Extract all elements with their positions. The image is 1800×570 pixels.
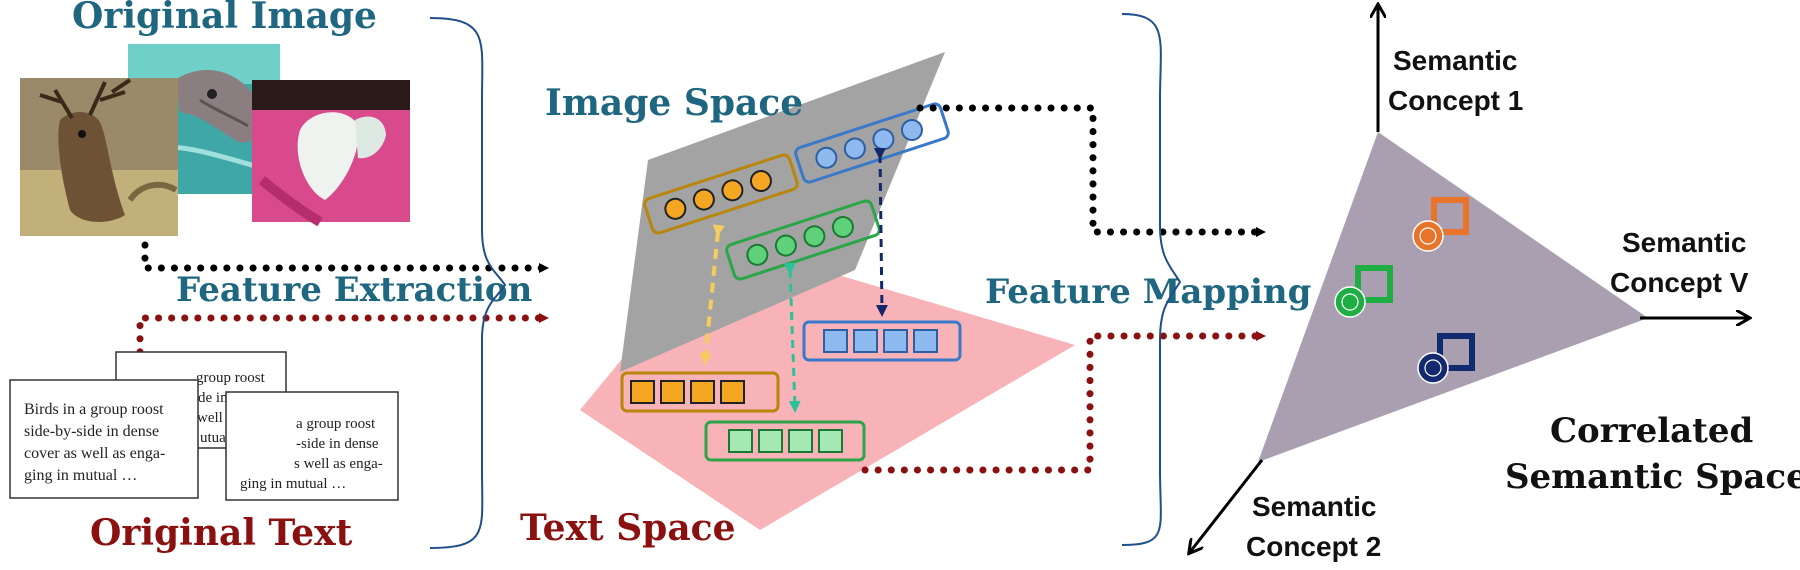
image-space-label: Image Space	[545, 82, 803, 124]
semantic-concept-v-label-line2: Concept V	[1610, 267, 1749, 298]
butterfly-thumbnail	[252, 80, 410, 227]
text-feature-orange	[620, 371, 780, 413]
svg-text:ging in mutual …: ging in mutual …	[24, 467, 137, 484]
text-feature-blue	[802, 320, 962, 362]
deer-thumbnail	[20, 78, 178, 236]
semantic-triangle	[1258, 132, 1648, 462]
correlated-space-label-line1: Correlated	[1550, 411, 1753, 451]
text-doc-front: Birds in a group roost side-by-side in d…	[9, 379, 199, 499]
axis-concept-2	[1190, 459, 1264, 552]
svg-text:-side in dense: -side in dense	[296, 436, 379, 452]
svg-text:side-by-side in dense: side-by-side in dense	[24, 423, 159, 440]
semantic-concept-2-label-line2: Concept 2	[1246, 531, 1381, 562]
image-extraction-arrow	[141, 241, 549, 273]
semantic-concept-1-label-line2: Concept 1	[1388, 85, 1523, 116]
right-brace	[1121, 13, 1182, 546]
blue-correspondence-arrow	[873, 147, 888, 317]
concept-marker-orange	[1412, 197, 1469, 252]
concept-marker-green	[1334, 265, 1393, 318]
concept-marker-navy	[1417, 333, 1475, 384]
semantic-concept-2-label-line1: Semantic	[1252, 491, 1377, 522]
text-feature-green	[704, 420, 866, 462]
original-text-label: Original Text	[90, 512, 353, 554]
feature-mapping-label: Feature Mapping	[985, 272, 1311, 312]
image-feature-orange	[643, 153, 799, 235]
svg-text:s well as enga-: s well as enga-	[294, 456, 383, 472]
correlated-space-label-line2: Semantic Space	[1505, 457, 1800, 497]
original-image-label: Original Image	[72, 0, 377, 37]
orange-correspondence-arrow	[699, 224, 725, 365]
svg-text:ging in mutual …: ging in mutual …	[240, 476, 346, 492]
text-space-label: Text Space	[520, 507, 736, 549]
svg-text:cover as well as enga-: cover as well as enga-	[24, 445, 165, 462]
image-mapping-arrow	[916, 104, 1266, 237]
semantic-concept-v-label-line1: Semantic	[1622, 227, 1747, 258]
semantic-concept-1-label-line1: Semantic	[1393, 45, 1518, 76]
feature-extraction-label: Feature Extraction	[176, 270, 532, 310]
svg-text:Birds in a group roost: Birds in a group roost	[24, 401, 164, 418]
text-extraction-arrow	[136, 313, 549, 369]
text-mapping-arrow	[861, 331, 1266, 474]
left-brace	[429, 17, 507, 549]
text-doc-right: a group roost -side in dense s well as e…	[225, 391, 399, 501]
svg-text:group roost: group roost	[196, 370, 266, 386]
svg-text:a group roost: a group roost	[296, 416, 376, 432]
green-correspondence-arrow	[783, 262, 801, 413]
